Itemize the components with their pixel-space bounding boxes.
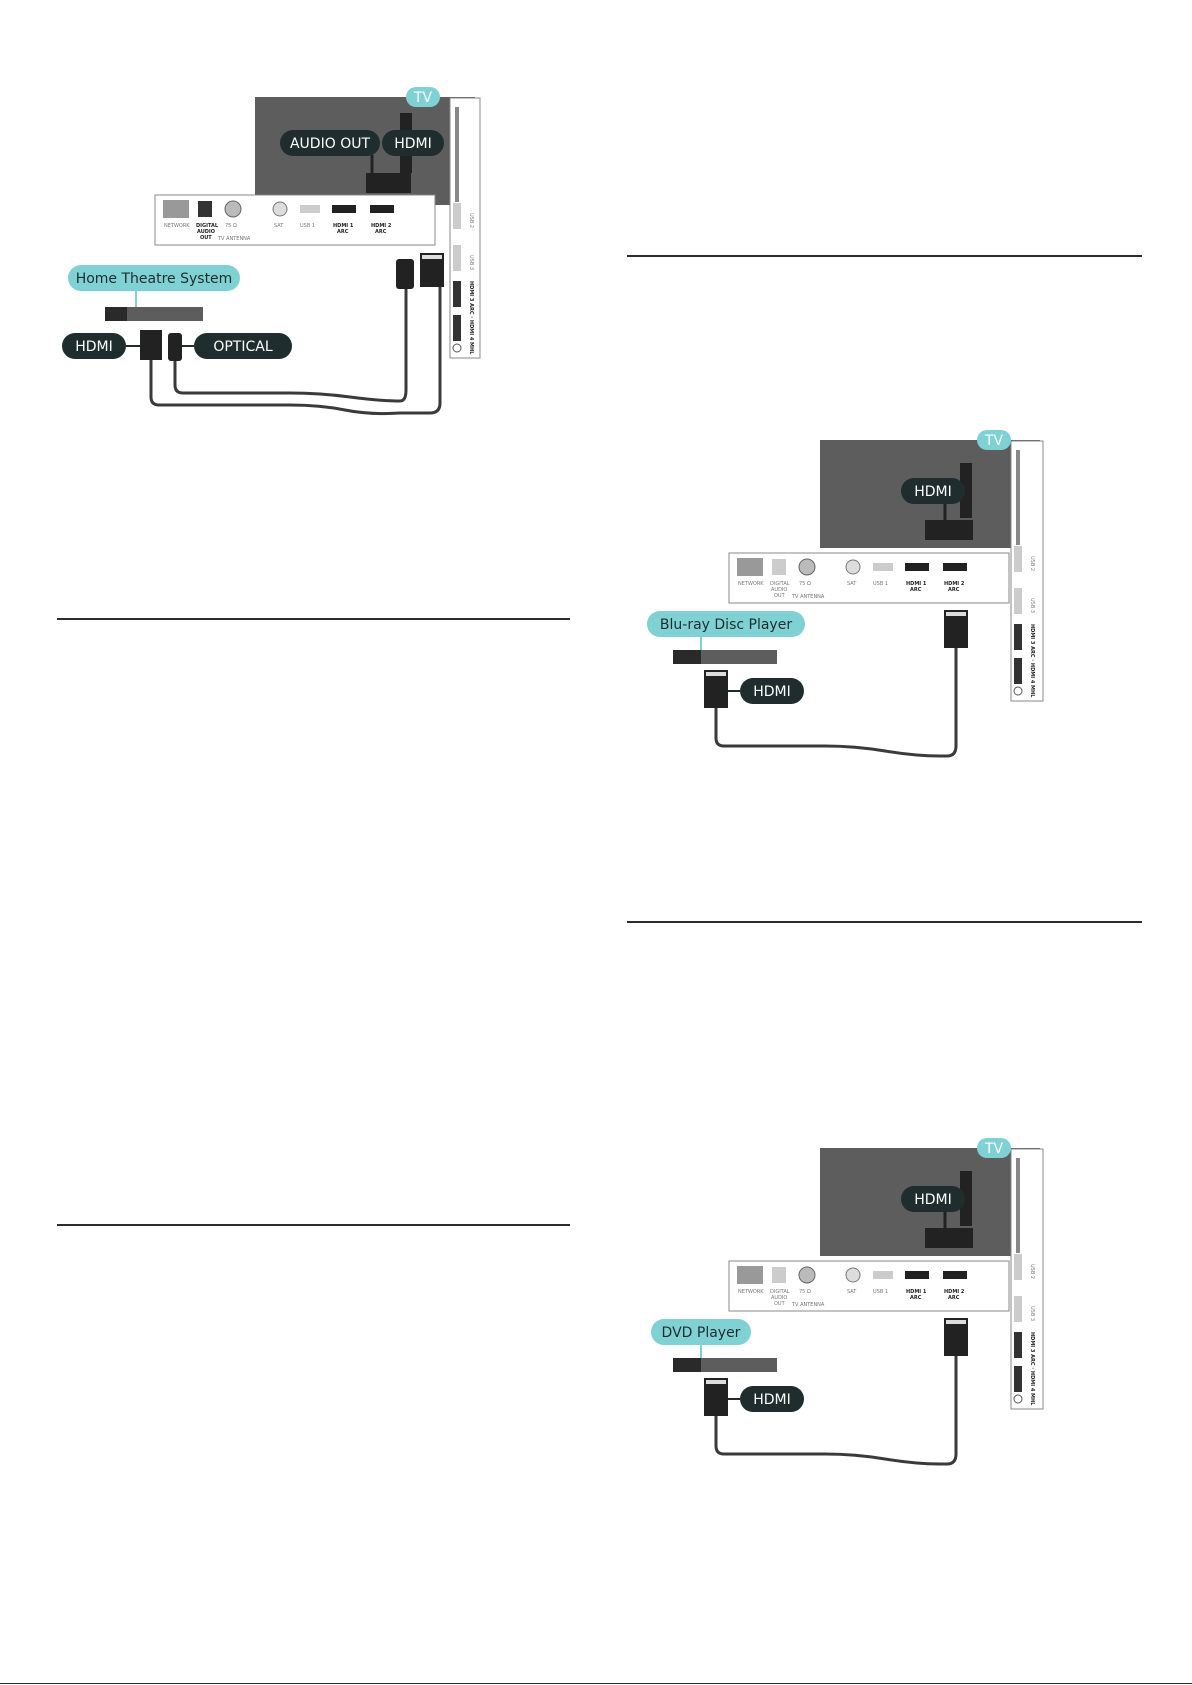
svg-text:AUDIO OUT: AUDIO OUT xyxy=(290,136,370,152)
svg-text:HDMI 2: HDMI 2 xyxy=(944,581,965,587)
svg-text:Blu-ray Disc Player: Blu-ray Disc Player xyxy=(660,617,792,633)
svg-text:HDMI: HDMI xyxy=(753,1392,791,1408)
svg-text:Home Theatre System: Home Theatre System xyxy=(76,271,233,287)
device-hdmi-label: HDMI xyxy=(740,1386,804,1412)
svg-text:SAT: SAT xyxy=(847,1289,857,1295)
svg-text:USB 1: USB 1 xyxy=(300,223,315,229)
side-port-hdmi34: HDMI 3 ARC · HDMI 4 MHL xyxy=(468,281,474,355)
tv-side-panel: USB 2 USB 3 HDMI 3 ARC · HDMI 4 MHL xyxy=(449,97,481,359)
svg-text:HDMI 3 ARC · HDMI 4 MHL: HDMI 3 ARC · HDMI 4 MHL xyxy=(1029,1332,1035,1406)
svg-text:OUT: OUT xyxy=(774,1301,786,1307)
audio-out-label: AUDIO OUT xyxy=(280,130,380,156)
ethernet-port-icon xyxy=(163,200,189,218)
section-divider-left-1 xyxy=(57,618,570,620)
svg-text:TV ANTENNA: TV ANTENNA xyxy=(217,236,251,242)
svg-text:SAT: SAT xyxy=(274,223,284,229)
device-hdmi-label: HDMI xyxy=(740,678,804,704)
svg-text:USB 1: USB 1 xyxy=(873,581,888,587)
tv-badge: TV xyxy=(977,430,1011,450)
svg-text:HDMI: HDMI xyxy=(394,136,432,152)
svg-text:HDMI 1: HDMI 1 xyxy=(906,581,927,587)
dvd-label: DVD Player xyxy=(651,1319,751,1345)
svg-text:HDMI 1: HDMI 1 xyxy=(906,1289,927,1295)
svg-text:AUDIO: AUDIO xyxy=(197,229,215,235)
svg-text:USB 3: USB 3 xyxy=(1029,598,1035,613)
side-port-usb3: USB 3 xyxy=(468,255,474,270)
svg-text:USB 1: USB 1 xyxy=(873,1289,888,1295)
home-theatre-label: Home Theatre System xyxy=(68,265,240,291)
footer-divider xyxy=(0,1683,1192,1684)
svg-text:DVD Player: DVD Player xyxy=(662,1325,741,1341)
side-port-usb2: USB 2 xyxy=(468,213,474,228)
svg-text:AUDIO: AUDIO xyxy=(771,587,787,593)
bluray-connection-diagram: USB 2 USB 3 HDMI 3 ARC · HDMI 4 MHL TV H… xyxy=(645,428,1075,768)
svg-text:NETWORK: NETWORK xyxy=(738,1289,764,1295)
svg-text:TV: TV xyxy=(984,433,1004,449)
svg-text:NETWORK: NETWORK xyxy=(738,581,764,587)
svg-text:OUT: OUT xyxy=(774,593,786,599)
svg-text:HDMI 2: HDMI 2 xyxy=(371,223,392,229)
svg-text:DIGITAL: DIGITAL xyxy=(196,223,219,229)
svg-text:HDMI 2: HDMI 2 xyxy=(944,1289,965,1295)
tv-hdmi-label: HDMI xyxy=(901,1186,965,1212)
tv-hdmi-label: HDMI xyxy=(382,130,444,156)
svg-text:USB 2: USB 2 xyxy=(1029,1264,1035,1279)
svg-text:TV: TV xyxy=(413,90,433,106)
svg-text:DIGITAL: DIGITAL xyxy=(770,581,790,587)
svg-text:75 Ω: 75 Ω xyxy=(799,1289,811,1295)
svg-text:NETWORK: NETWORK xyxy=(164,223,190,229)
tv-side-panel: USB 2 USB 3 HDMI 3 ARC · HDMI 4 MHL xyxy=(1010,1148,1044,1410)
svg-text:OPTICAL: OPTICAL xyxy=(213,339,272,355)
svg-text:HDMI 1: HDMI 1 xyxy=(333,223,354,229)
svg-text:ARC: ARC xyxy=(337,229,349,235)
svg-text:TV: TV xyxy=(984,1141,1004,1157)
section-divider-left-2 xyxy=(57,1224,570,1226)
svg-text:ARC: ARC xyxy=(910,1295,922,1301)
svg-text:TV ANTENNA: TV ANTENNA xyxy=(791,594,825,600)
tv-back-panel: NETWORK DIGITAL AUDIO OUT 75 Ω TV ANTENN… xyxy=(728,1260,1010,1312)
device-hdmi-label: HDMI xyxy=(62,333,126,359)
svg-text:HDMI: HDMI xyxy=(75,339,113,355)
svg-text:HDMI 3 ARC · HDMI 4 MHL: HDMI 3 ARC · HDMI 4 MHL xyxy=(1029,624,1035,698)
svg-text:ARC: ARC xyxy=(948,587,960,593)
optical-label: OPTICAL xyxy=(194,333,292,359)
bluray-label: Blu-ray Disc Player xyxy=(647,611,805,637)
svg-text:75 Ω: 75 Ω xyxy=(799,581,811,587)
antenna-connector-icon xyxy=(224,200,242,218)
tv-back-panel: NETWORK DIGITAL AUDIO OUT 75 Ω TV ANTENN… xyxy=(154,194,436,246)
svg-text:ARC: ARC xyxy=(910,587,922,593)
tv-back-panel: NETWORK DIGITAL AUDIO OUT 75 Ω TV ANTENN… xyxy=(728,552,1010,604)
svg-text:HDMI: HDMI xyxy=(753,684,791,700)
section-divider-right-2 xyxy=(627,921,1142,923)
svg-text:HDMI: HDMI xyxy=(914,484,952,500)
section-divider-right-1 xyxy=(627,255,1142,257)
svg-text:USB 2: USB 2 xyxy=(1029,556,1035,571)
home-theatre-device xyxy=(105,307,203,321)
svg-text:USB 3: USB 3 xyxy=(1029,1306,1035,1321)
svg-text:SAT: SAT xyxy=(847,581,857,587)
tv-side-panel: USB 2 USB 3 HDMI 3 ARC · HDMI 4 MHL xyxy=(1010,440,1044,702)
dvd-connection-diagram: USB 2 USB 3 HDMI 3 ARC · HDMI 4 MHL TV H… xyxy=(645,1136,1075,1476)
tv-badge: TV xyxy=(406,87,440,107)
tv-hdmi-label: HDMI xyxy=(901,478,965,504)
svg-text:OUT: OUT xyxy=(200,235,212,241)
svg-text:DIGITAL: DIGITAL xyxy=(770,1289,790,1295)
svg-text:AUDIO: AUDIO xyxy=(771,1295,787,1301)
home-theatre-connection-diagram: USB 2 USB 3 HDMI 3 ARC · HDMI 4 MHL TV A… xyxy=(60,85,490,425)
tv-badge: TV xyxy=(977,1138,1011,1158)
svg-text:75 Ω: 75 Ω xyxy=(225,223,237,229)
svg-text:ARC: ARC xyxy=(948,1295,960,1301)
svg-text:ARC: ARC xyxy=(375,229,387,235)
svg-text:TV ANTENNA: TV ANTENNA xyxy=(791,1302,825,1308)
svg-text:HDMI: HDMI xyxy=(914,1192,952,1208)
